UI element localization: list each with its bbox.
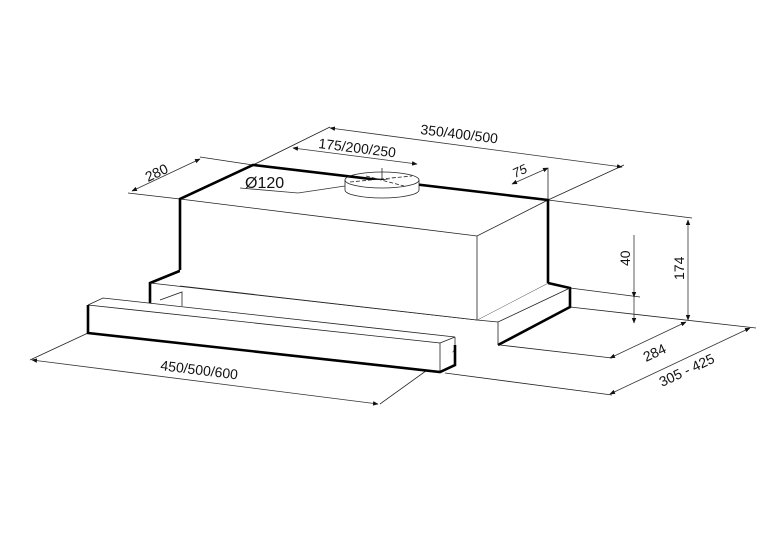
dim-label-depth-base: 284 <box>641 340 669 364</box>
dim-label-width-body: 350/400/500 <box>420 121 499 146</box>
dimension-lines <box>31 126 751 406</box>
dim-label-duct-back-offset: 75 <box>510 161 530 181</box>
dim-label-depth-top: 280 <box>143 160 171 184</box>
dim-label-front-width: 450/500/600 <box>160 357 239 382</box>
dim-label-tray-height: 40 <box>617 250 633 266</box>
duct-collar <box>344 171 420 199</box>
dim-label-duct-diameter: Ø120 <box>245 175 284 192</box>
front-slat <box>86 297 457 374</box>
hood-body <box>178 163 550 321</box>
dim-label-total-height: 174 <box>671 256 687 280</box>
extension-lines <box>29 126 757 405</box>
